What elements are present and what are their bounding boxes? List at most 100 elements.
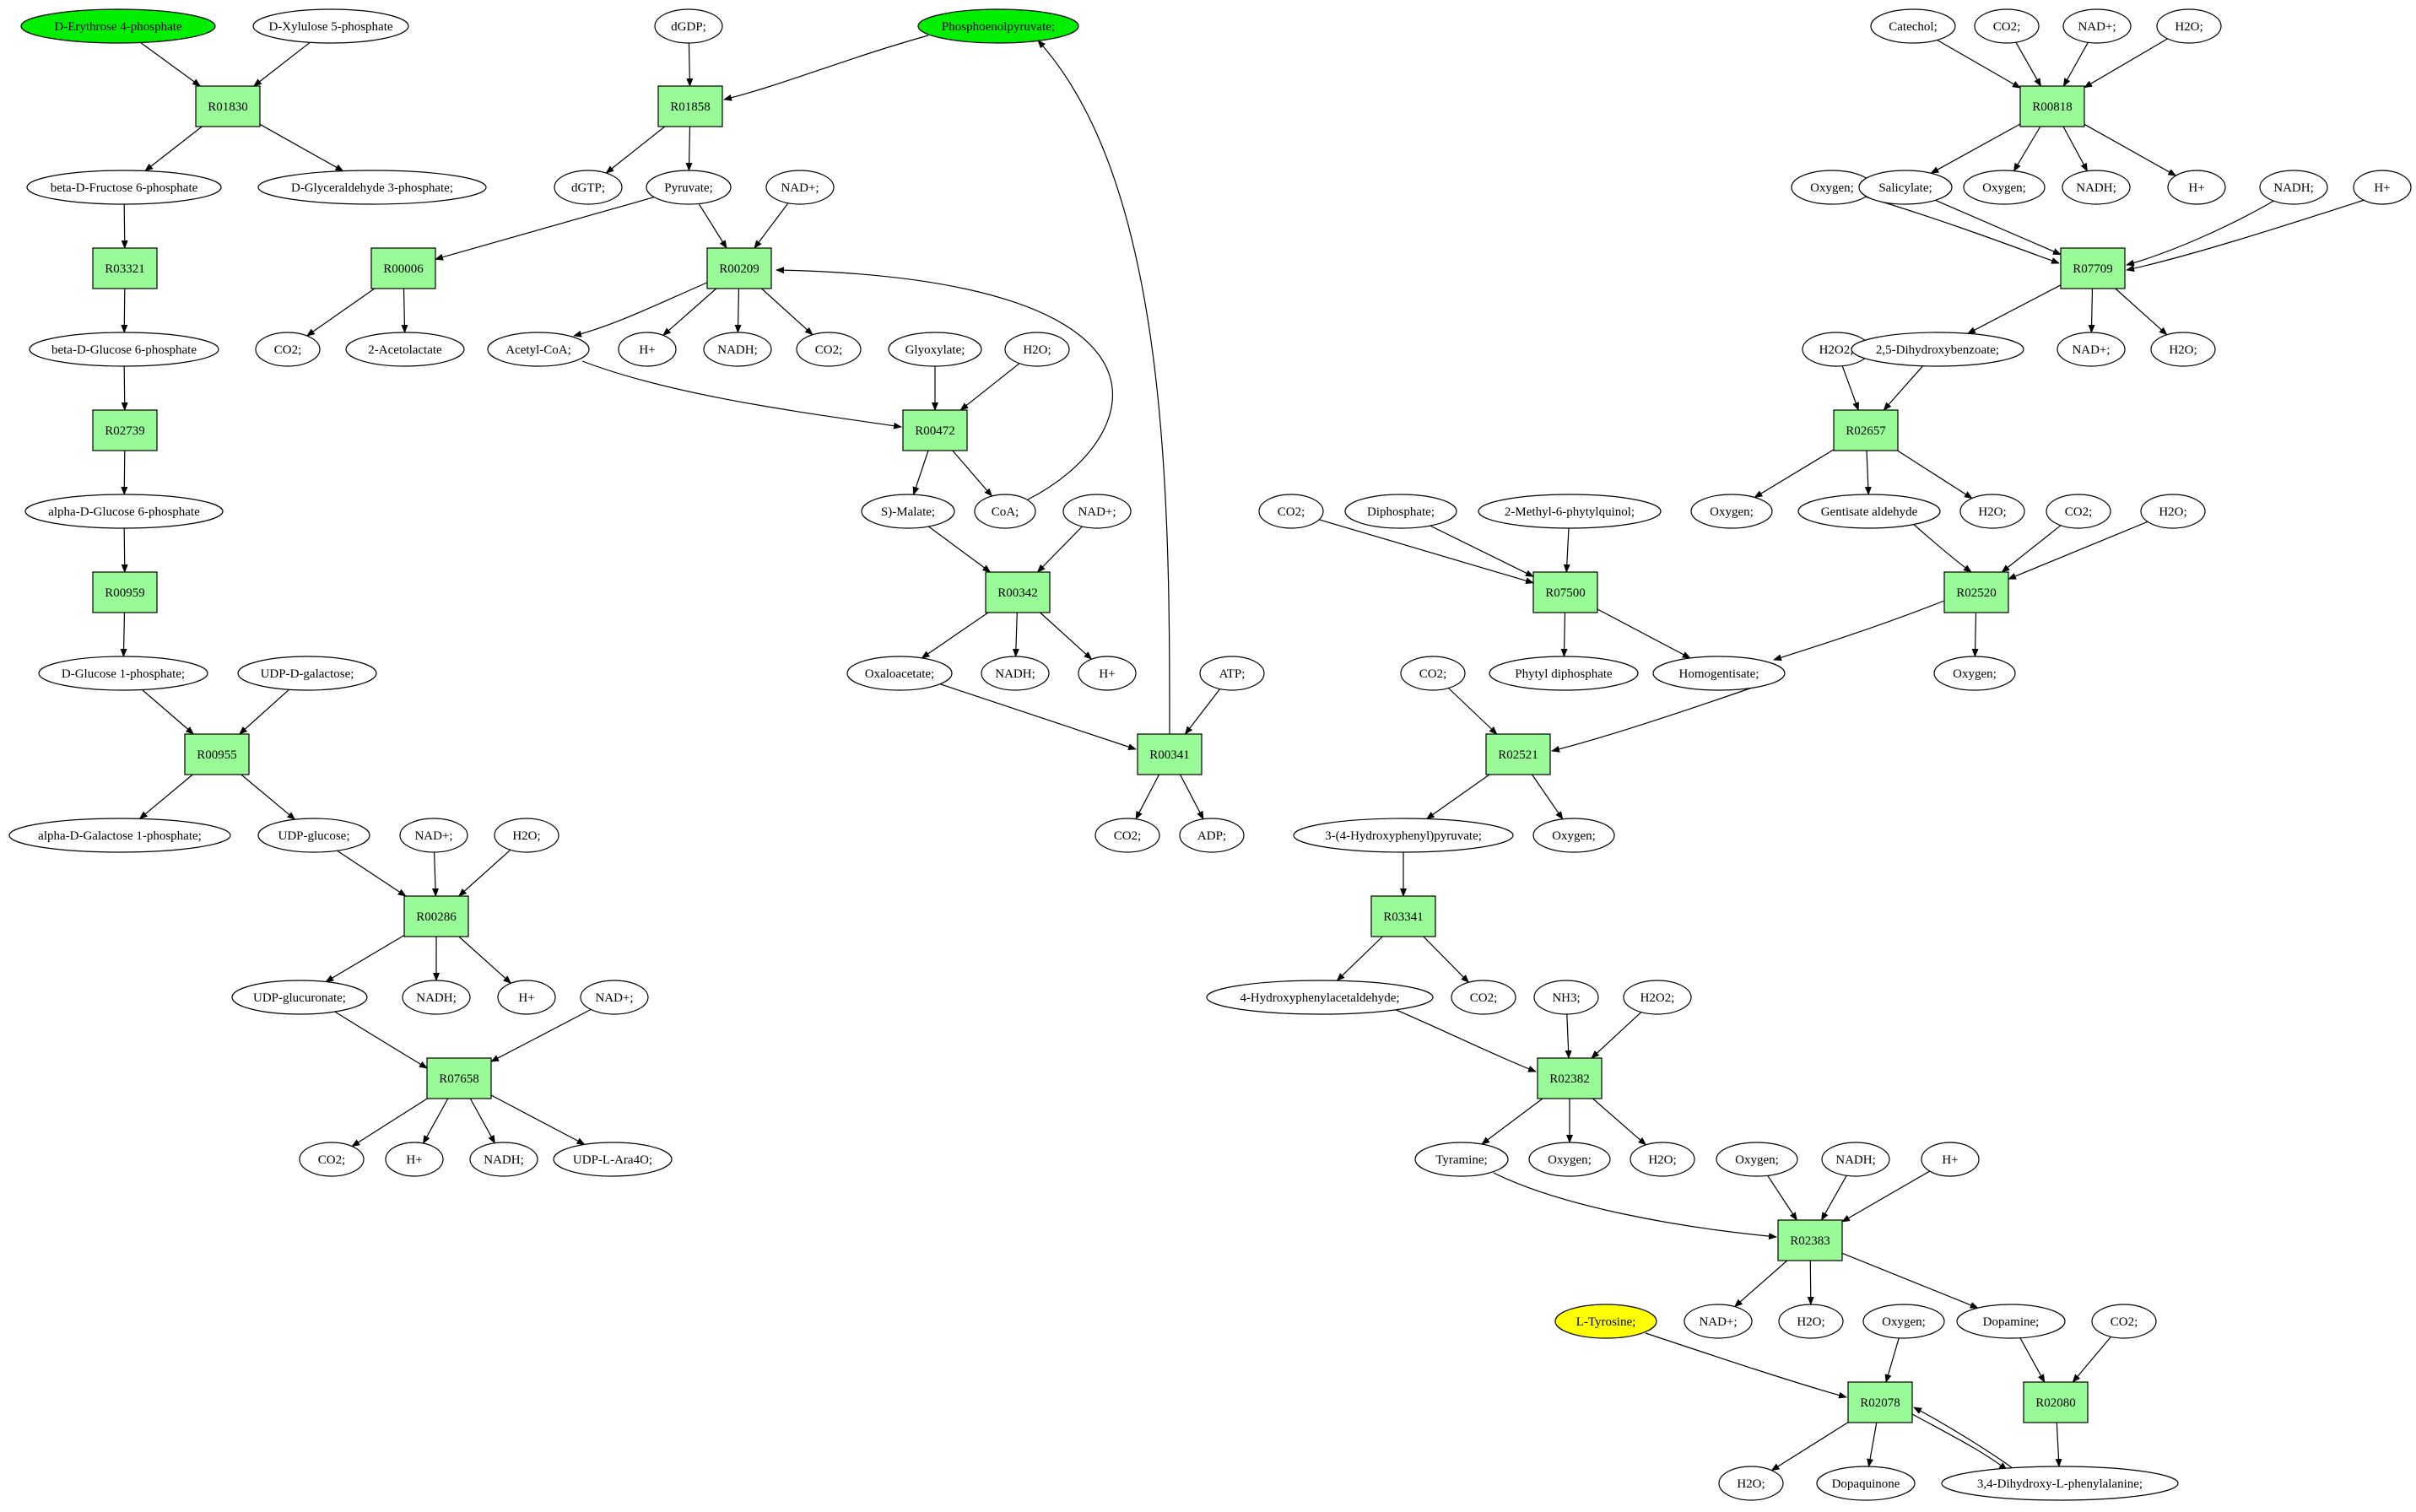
metabolite-node[interactable]: alpha-D-Galactose 1-phosphate; xyxy=(8,818,231,853)
metabolite-node[interactable]: NH3; xyxy=(1533,980,1599,1015)
metabolite-node[interactable]: 3,4-Dihydroxy-L-phenylalanine; xyxy=(1941,1466,2179,1501)
reaction-node[interactable]: R02739 xyxy=(92,409,158,451)
reaction-node[interactable]: R07709 xyxy=(2060,247,2126,289)
metabolite-node[interactable]: CO2; xyxy=(2091,1304,2157,1339)
metabolite-node[interactable]: NADH; xyxy=(469,1142,538,1177)
metabolite-node[interactable]: ADP; xyxy=(1179,818,1245,853)
metabolite-node[interactable]: H+ xyxy=(2353,170,2412,205)
metabolite-node[interactable]: Homogentisate; xyxy=(1652,656,1786,691)
metabolite-node[interactable]: Diphosphate; xyxy=(1344,494,1457,529)
reaction-node[interactable]: R00286 xyxy=(403,895,469,937)
metabolite-node[interactable]: alpha-D-Glucose 6-phosphate xyxy=(24,494,224,529)
metabolite-node[interactable]: UDP-glucuronate; xyxy=(231,980,368,1015)
reaction-node[interactable]: R00209 xyxy=(706,247,772,289)
reaction-node[interactable]: R00341 xyxy=(1137,733,1203,775)
metabolite-node[interactable]: Salicylate; xyxy=(1858,170,1953,205)
metabolite-node[interactable]: H2O2; xyxy=(1623,980,1692,1015)
metabolite-node[interactable]: beta-D-Fructose 6-phosphate xyxy=(26,170,222,205)
metabolite-node[interactable]: UDP-glucose; xyxy=(257,818,370,853)
metabolite-node[interactable]: CO2; xyxy=(796,332,862,367)
metabolite-node[interactable]: CO2; xyxy=(1974,8,2040,44)
reaction-node[interactable]: R00342 xyxy=(985,571,1051,613)
metabolite-node[interactable]: Oxygen; xyxy=(1532,818,1615,853)
metabolite-node[interactable]: NADH; xyxy=(2062,170,2131,205)
metabolite-node[interactable]: Oxygen; xyxy=(1528,1142,1611,1177)
reaction-node[interactable]: R02520 xyxy=(1943,571,2009,613)
metabolite-node[interactable]: Glyoxylate; xyxy=(888,332,982,367)
metabolite-node[interactable]: L-Tyrosine; xyxy=(1554,1304,1657,1339)
reaction-node[interactable]: R02382 xyxy=(1537,1057,1603,1099)
metabolite-node[interactable]: Dopaquinone xyxy=(1816,1466,1916,1501)
metabolite-node[interactable]: H2O; xyxy=(2156,8,2222,44)
reaction-node[interactable]: R07500 xyxy=(1532,571,1598,613)
metabolite-node[interactable]: CO2; xyxy=(299,1142,365,1177)
metabolite-node[interactable]: CO2; xyxy=(255,332,321,367)
metabolite-node[interactable]: Pyruvate; xyxy=(646,170,732,205)
metabolite-node[interactable]: Oxygen; xyxy=(1716,1142,1798,1177)
metabolite-node[interactable]: Gentisate aldehyde xyxy=(1797,494,1941,529)
metabolite-node[interactable]: dGDP; xyxy=(654,8,723,44)
reaction-node[interactable]: R01830 xyxy=(195,85,261,127)
metabolite-node[interactable]: 2-Acetolactate xyxy=(345,332,465,367)
metabolite-node[interactable]: Oxygen; xyxy=(1791,170,1873,205)
metabolite-node[interactable]: S)-Malate; xyxy=(861,494,955,529)
metabolite-node[interactable]: H2O; xyxy=(1004,332,1070,367)
metabolite-node[interactable]: H+ xyxy=(1078,656,1137,691)
reaction-node[interactable]: R00472 xyxy=(902,409,968,451)
metabolite-node[interactable]: CO2; xyxy=(1400,656,1466,691)
metabolite-node[interactable]: Catechol; xyxy=(1870,8,1956,44)
metabolite-node[interactable]: H+ xyxy=(385,1142,444,1177)
metabolite-node[interactable]: NAD+; xyxy=(2057,332,2126,367)
metabolite-node[interactable]: H2O; xyxy=(2150,332,2216,367)
reaction-node[interactable]: R00006 xyxy=(370,247,436,289)
metabolite-node[interactable]: H2O; xyxy=(1959,494,2025,529)
metabolite-node[interactable]: CO2; xyxy=(2046,494,2111,529)
metabolite-node[interactable]: Oxaloacetate; xyxy=(846,656,953,691)
metabolite-node[interactable]: beta-D-Glucose 6-phosphate xyxy=(29,332,219,367)
metabolite-node[interactable]: Phosphoenolpyruvate; xyxy=(917,8,1079,44)
metabolite-node[interactable]: Phytyl diphosphate xyxy=(1489,656,1639,691)
reaction-node[interactable]: R00818 xyxy=(2019,85,2085,127)
metabolite-node[interactable]: NADH; xyxy=(2259,170,2328,205)
metabolite-node[interactable]: Acetyl-CoA; xyxy=(487,332,590,367)
metabolite-node[interactable]: Tyramine; xyxy=(1414,1142,1509,1177)
metabolite-node[interactable]: NAD+; xyxy=(580,980,649,1015)
metabolite-node[interactable]: UDP-D-galactose; xyxy=(237,656,377,691)
metabolite-node[interactable]: H2O; xyxy=(1778,1304,1844,1339)
reaction-node[interactable]: R02383 xyxy=(1777,1219,1843,1261)
metabolite-node[interactable]: H2O; xyxy=(1630,1142,1695,1177)
metabolite-node[interactable]: 4-Hydroxyphenylacetaldehyde; xyxy=(1206,980,1434,1015)
reaction-node[interactable]: R07658 xyxy=(426,1057,492,1099)
metabolite-node[interactable]: 2,5-Dihydroxybenzoate; xyxy=(1851,332,2024,367)
reaction-node[interactable]: R00955 xyxy=(184,733,250,775)
metabolite-node[interactable]: UDP-L-Ara4O; xyxy=(553,1142,673,1177)
metabolite-node[interactable]: Oxygen; xyxy=(1690,494,1773,529)
metabolite-node[interactable]: CO2; xyxy=(1094,818,1160,853)
metabolite-node[interactable]: D-Xylulose 5-phosphate xyxy=(252,8,409,44)
metabolite-node[interactable]: H+ xyxy=(1921,1142,1980,1177)
metabolite-node[interactable]: 2-Methyl-6-phytylquinol; xyxy=(1478,494,1662,529)
metabolite-node[interactable]: Oxygen; xyxy=(1933,656,2016,691)
metabolite-node[interactable]: H2O; xyxy=(2140,494,2206,529)
metabolite-node[interactable]: NAD+; xyxy=(399,818,468,853)
reaction-node[interactable]: R02657 xyxy=(1833,409,1899,451)
reaction-node[interactable]: R02080 xyxy=(2023,1381,2089,1423)
metabolite-node[interactable]: D-Glucose 1-phosphate; xyxy=(38,656,208,691)
metabolite-node[interactable]: H2O; xyxy=(1718,1466,1784,1501)
metabolite-node[interactable]: D-Erythrose 4-phosphate xyxy=(20,8,216,44)
reaction-node[interactable]: R03321 xyxy=(92,247,158,289)
metabolite-node[interactable]: H2O2; xyxy=(1802,332,1871,367)
metabolite-node[interactable]: 3-(4-Hydroxyphenyl)pyruvate; xyxy=(1293,818,1514,853)
metabolite-node[interactable]: NADH; xyxy=(402,980,471,1015)
metabolite-node[interactable]: CO2; xyxy=(1258,494,1324,529)
reaction-node[interactable]: R00959 xyxy=(92,571,158,613)
metabolite-node[interactable]: H+ xyxy=(618,332,677,367)
reaction-node[interactable]: R01858 xyxy=(657,85,723,127)
metabolite-node[interactable]: D-Glyceraldehyde 3-phosphate; xyxy=(257,170,487,205)
metabolite-node[interactable]: NADH; xyxy=(703,332,772,367)
metabolite-node[interactable]: H+ xyxy=(497,980,556,1015)
metabolite-node[interactable]: NADH; xyxy=(1821,1142,1890,1177)
metabolite-node[interactable]: Oxygen; xyxy=(1963,170,2046,205)
metabolite-node[interactable]: dGTP; xyxy=(554,170,623,205)
reaction-node[interactable]: R02521 xyxy=(1485,733,1551,775)
